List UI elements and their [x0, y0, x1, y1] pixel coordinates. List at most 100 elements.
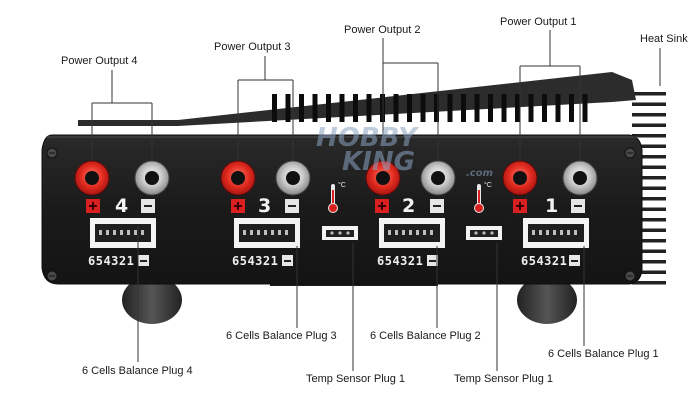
balance-pin [388, 230, 391, 235]
terminal-hole [85, 171, 99, 185]
vent-slot [501, 94, 507, 122]
port-number-1: 1 [545, 195, 559, 217]
balance-pin-numbers-2: 654321 [377, 254, 424, 268]
heat-sink-fin [632, 186, 666, 190]
front-panel [41, 134, 643, 285]
label-temp-sensor-left: Temp Sensor Plug 1 [306, 373, 406, 385]
vent-slot [407, 94, 412, 122]
watermark-line-2: KING [342, 147, 415, 177]
balance-pin [567, 230, 570, 235]
minus-symbol [288, 205, 296, 207]
heat-sink-fin [632, 270, 666, 274]
terminal-hole [231, 171, 245, 185]
vent-slot [366, 94, 372, 122]
top-housing [78, 72, 636, 126]
terminal-hole [573, 171, 587, 185]
temp-sensor-socket [322, 226, 358, 240]
vent-slot [312, 94, 318, 122]
balance-pin [243, 230, 246, 235]
balance-pin [134, 230, 137, 235]
balance-pin-numbers-1: 654321 [521, 254, 568, 268]
balance-pin [574, 230, 577, 235]
port-number-3: 3 [258, 195, 272, 217]
balance-pin [113, 230, 116, 235]
heat-sink-fin [632, 228, 666, 232]
vent-slot [420, 94, 426, 122]
vent-slot [582, 94, 588, 122]
plus-symbol-v [92, 202, 94, 210]
label-power-output-4: Power Output 4 [61, 55, 138, 67]
heat-sink-fin [632, 260, 666, 264]
label-power-output-1: Power Output 1 [500, 16, 577, 28]
vent-slot [555, 94, 561, 122]
heat-sink-fin [632, 281, 666, 285]
balance-pin [250, 230, 253, 235]
heat-sink-fin [632, 207, 666, 211]
thermometer-icon [474, 184, 484, 213]
vent-slot [272, 94, 277, 122]
balance-pin [120, 230, 123, 235]
balance-pin [532, 230, 535, 235]
port-number-2: 2 [402, 195, 416, 217]
heat-sink-fin [632, 144, 666, 148]
vent-slot [326, 94, 331, 122]
balance-pin [127, 230, 130, 235]
balance-pin-numbers-3: 654321 [232, 254, 279, 268]
heat-sink-fin [632, 123, 666, 127]
minus-symbol [433, 205, 441, 207]
heat-sink-fin [632, 197, 666, 201]
heat-sink-fin [632, 134, 666, 138]
label-heat-sink: Heat Sink [640, 33, 688, 45]
vent-slot [299, 94, 304, 122]
label-balance-plug-2: 6 Cells Balance Plug 2 [370, 330, 481, 342]
terminal-hole [286, 171, 300, 185]
terminal-hole [431, 171, 445, 185]
pin-minus-symbol [429, 260, 436, 262]
vent-slot [515, 94, 520, 122]
heat-sink-fin [632, 113, 666, 117]
vent-slot [339, 94, 345, 122]
vent-slot [569, 94, 574, 122]
balance-pin [106, 230, 109, 235]
temp-unit-right: °C [484, 182, 492, 189]
temp-unit-left: °C [338, 182, 346, 189]
plus-symbol-v [519, 202, 521, 210]
label-temp-sensor-right: Temp Sensor Plug 1 [454, 373, 554, 385]
heat-sink-fin [632, 155, 666, 159]
balance-pin [539, 230, 542, 235]
terminal-hole [376, 171, 390, 185]
output-ports [74, 160, 598, 266]
balance-pin [546, 230, 549, 235]
balance-pin [271, 230, 274, 235]
watermark: HOBBY KING [316, 125, 417, 177]
port-number-4: 4 [115, 195, 129, 217]
balance-pin [423, 230, 426, 235]
left-foot [122, 276, 182, 324]
heat-sink-fin [632, 165, 666, 169]
balance-pin [402, 230, 405, 235]
heat-sink-fin [632, 218, 666, 222]
label-balance-plug-1: 6 Cells Balance Plug 1 [548, 348, 659, 360]
watermark-suffix: .com [466, 168, 494, 179]
leader-lines [91, 30, 661, 371]
pin-minus-symbol [140, 260, 147, 262]
balance-pin [395, 230, 398, 235]
right-foot [517, 276, 577, 324]
corner-screws [46, 147, 636, 282]
balance-pin [278, 230, 281, 235]
vent-slot [461, 94, 466, 122]
heat-sink-fin [632, 239, 666, 243]
vent-slot [447, 94, 453, 122]
heat-sink-fins [632, 92, 666, 285]
label-power-output-2: Power Output 2 [344, 24, 421, 36]
vent-slot [488, 94, 493, 122]
balance-pin [99, 230, 102, 235]
minus-symbol [144, 205, 152, 207]
balance-pin [409, 230, 412, 235]
vent-slot [353, 94, 358, 122]
vent-slot [528, 94, 534, 122]
balance-pin [285, 230, 288, 235]
plus-symbol-v [237, 202, 239, 210]
